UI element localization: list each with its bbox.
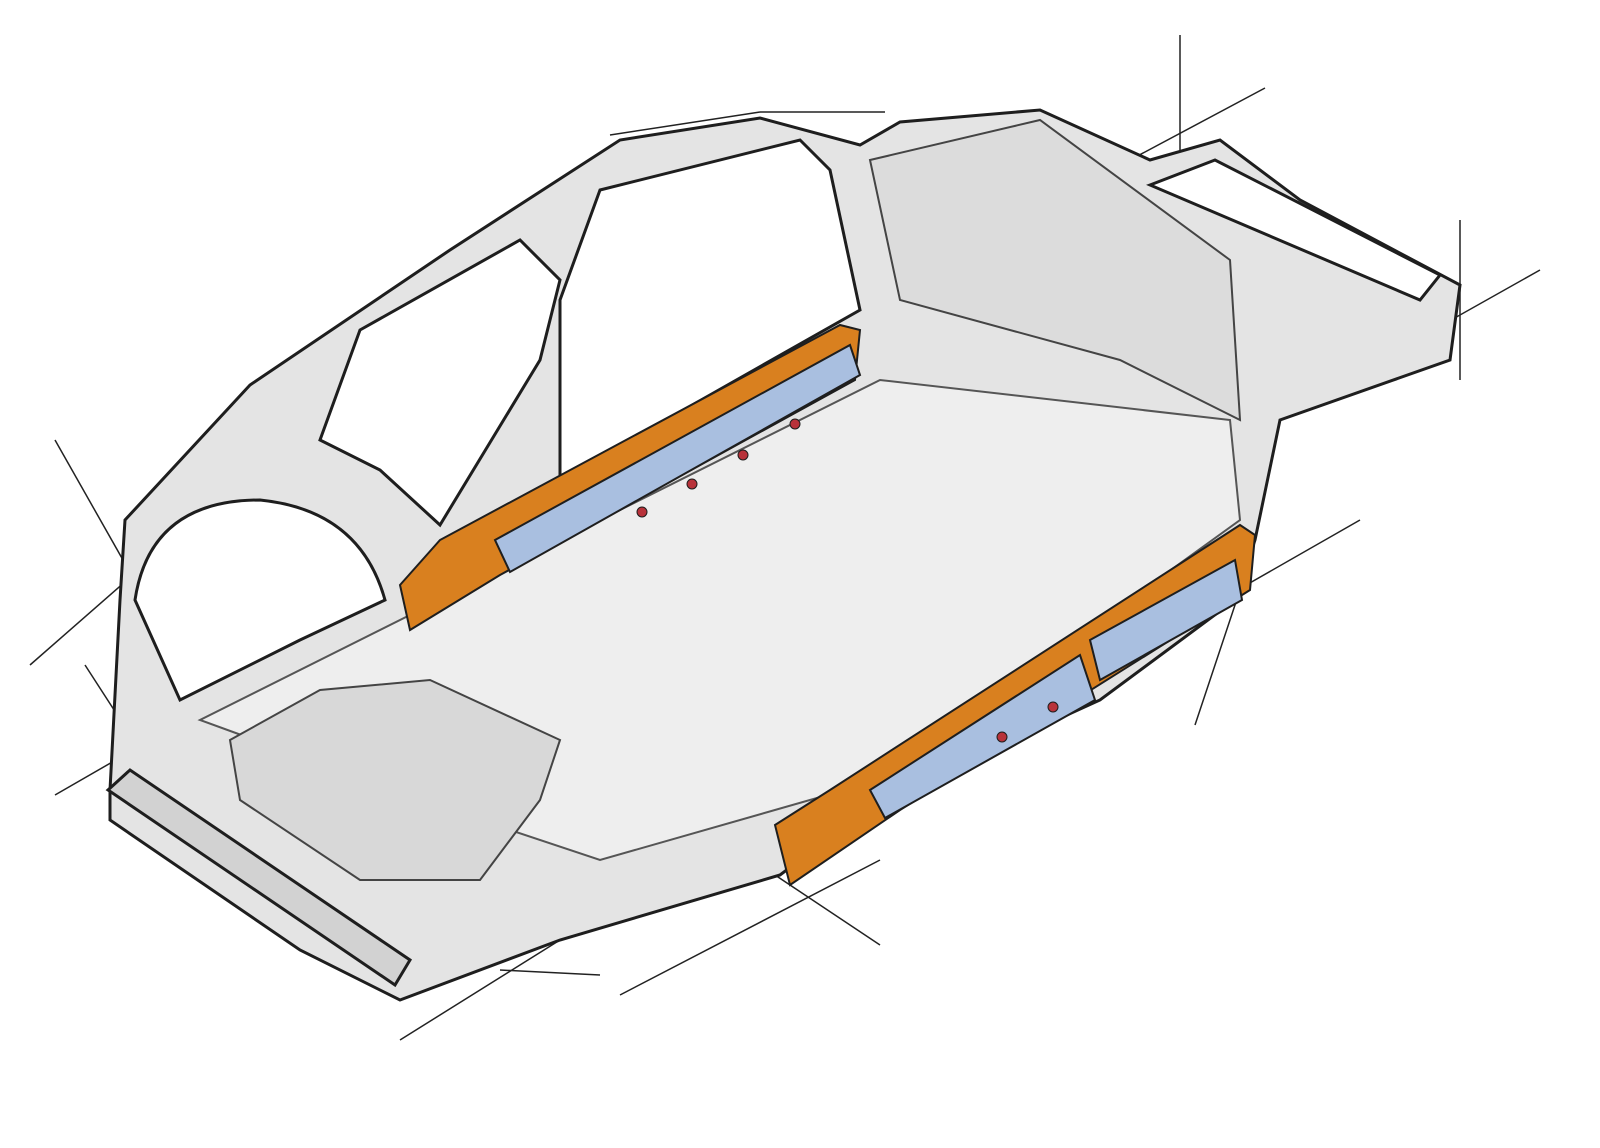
right-sill-tube-front xyxy=(1088,558,1244,682)
fastener xyxy=(789,418,801,430)
fastener xyxy=(636,506,648,518)
right-sill-tube-rear xyxy=(868,653,1097,820)
front-frame-opening xyxy=(1146,158,1443,302)
front-door-opening xyxy=(558,138,862,483)
fastener xyxy=(686,478,698,490)
rear-wheel-arch xyxy=(133,498,387,703)
right-sill xyxy=(773,523,1257,887)
rear-tub xyxy=(228,678,562,881)
front-firewall xyxy=(868,118,1242,422)
rear-bumper-beam xyxy=(105,768,413,988)
fastener xyxy=(737,449,749,461)
fastener xyxy=(1047,701,1059,713)
left-sill xyxy=(398,323,862,632)
rear-door-opening xyxy=(318,238,562,528)
body-shell xyxy=(105,108,1462,1002)
fasteners xyxy=(636,418,1059,743)
fastener xyxy=(996,731,1008,743)
left-sill-tube xyxy=(493,343,862,574)
